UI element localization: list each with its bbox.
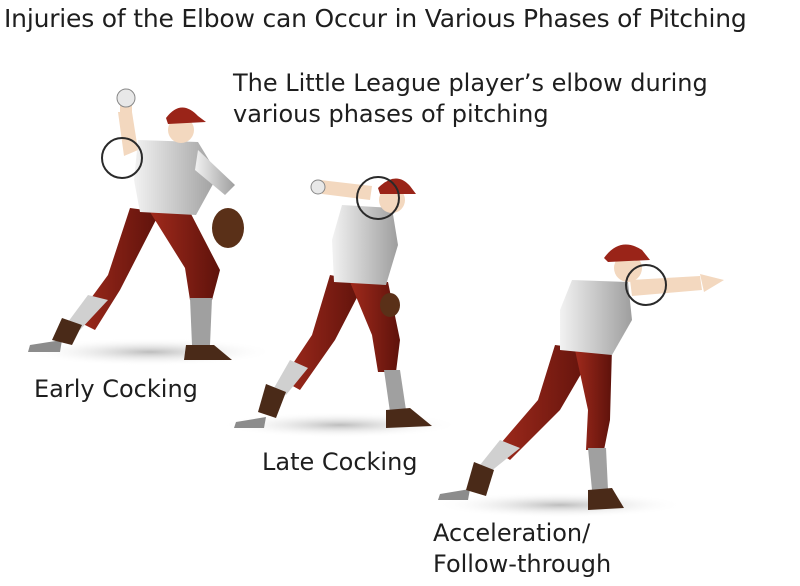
pitcher-acceleration-follow-through	[435, 244, 724, 518]
diagram-subtitle: The Little League player’s elbow during …	[233, 69, 708, 128]
pitcher-late-cocking	[220, 176, 460, 438]
diagram-title: Injuries of the Elbow can Occur in Vario…	[4, 4, 747, 33]
phase-label-line-2: Follow-through	[433, 550, 612, 578]
phase-label-early-cocking: Early Cocking	[34, 375, 198, 403]
pitcher-early-cocking	[25, 88, 275, 366]
phase-label-acceleration-follow-through: Acceleration/ Follow-through	[433, 518, 611, 580]
phase-label-line-1: Acceleration/	[433, 519, 591, 547]
phase-label-late-cocking: Late Cocking	[262, 448, 418, 476]
